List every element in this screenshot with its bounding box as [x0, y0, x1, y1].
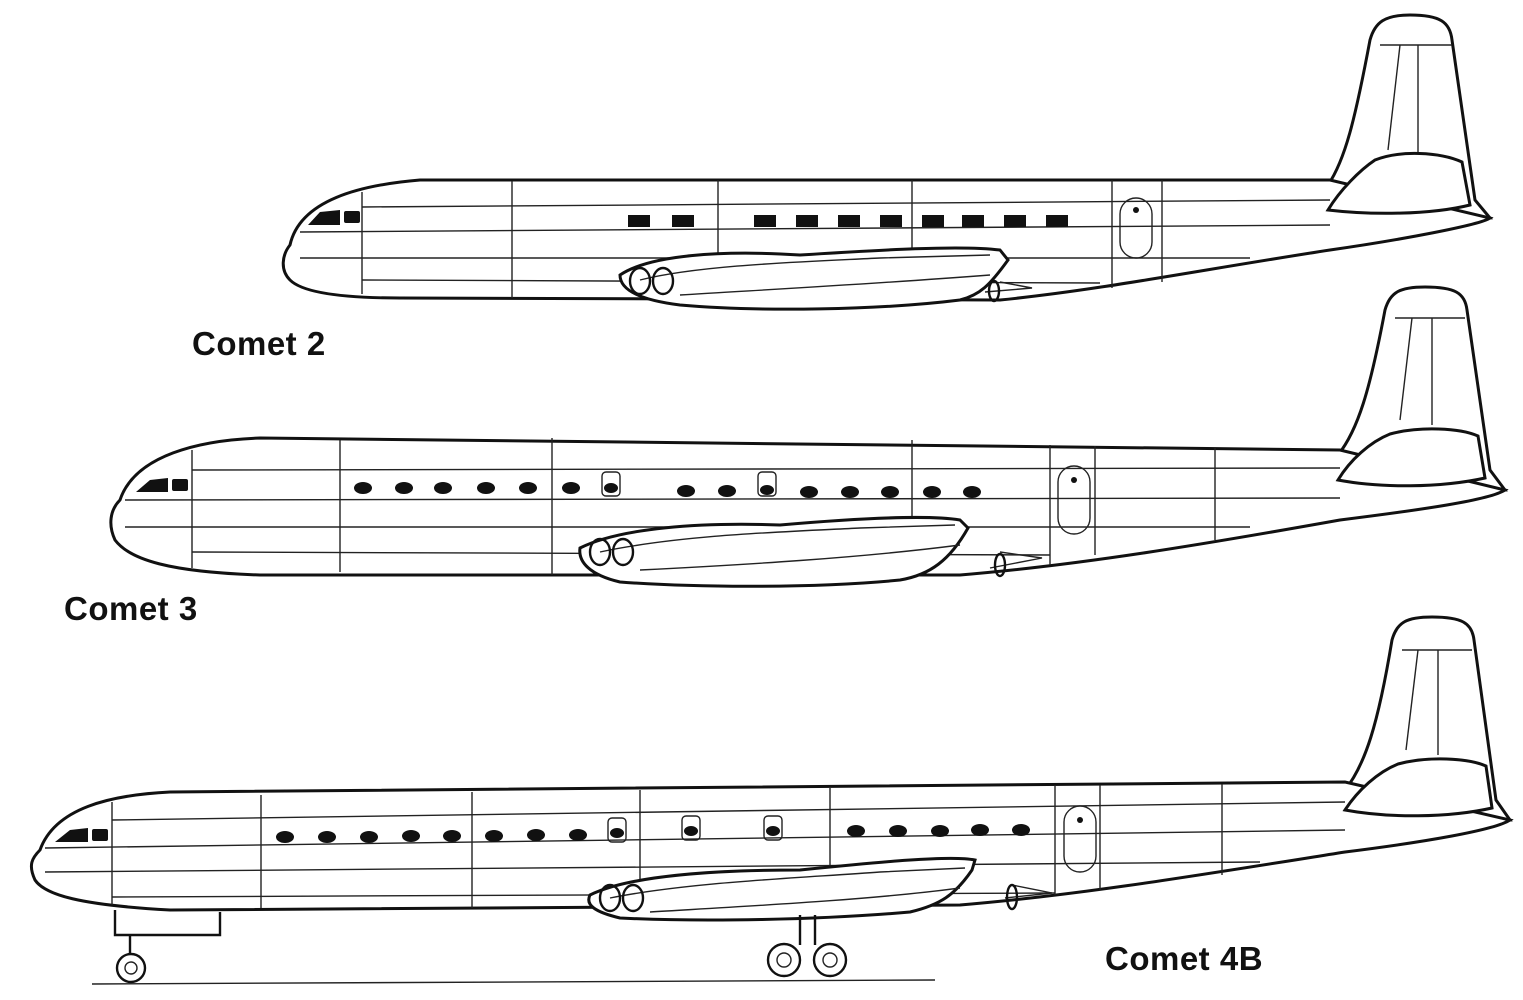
- label-comet-3: Comet 3: [64, 590, 198, 627]
- comet-4b-profile: [29, 615, 1514, 985]
- label-comet-2: Comet 2: [192, 325, 326, 362]
- label-comet-4b: Comet 4B: [1105, 940, 1264, 977]
- comet-3-windows: [354, 482, 981, 498]
- comet-4b-windows: [276, 824, 1030, 843]
- comet-2-profile: [281, 13, 1494, 311]
- comet-2-windows: [628, 215, 1068, 227]
- comet-3-profile: [109, 285, 1509, 588]
